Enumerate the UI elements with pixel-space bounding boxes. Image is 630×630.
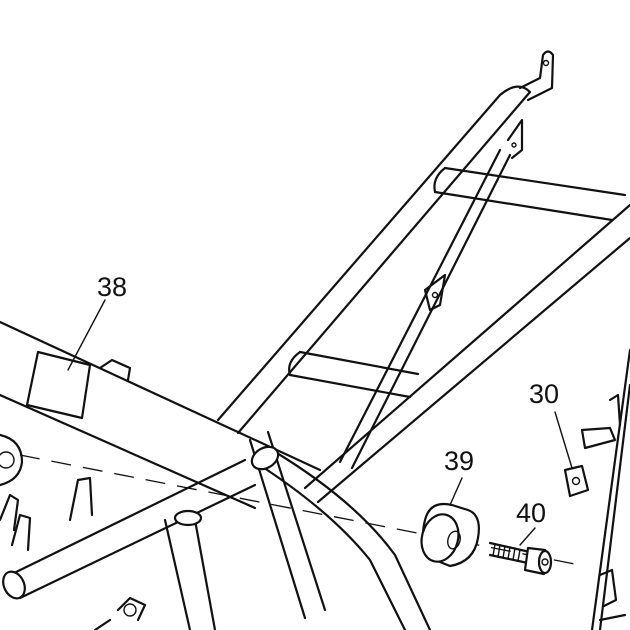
rear-subframe xyxy=(216,50,630,620)
label-plate xyxy=(25,299,106,420)
callout-40: 40 xyxy=(516,498,546,528)
callout-30: 30 xyxy=(529,379,559,409)
callout-38: 38 xyxy=(97,272,127,302)
right-side-rail xyxy=(580,348,630,630)
main-frame-tubes xyxy=(0,320,432,630)
callout-39: 39 xyxy=(444,446,474,476)
assembly-line xyxy=(19,454,581,566)
bolt xyxy=(488,527,553,576)
rubber-mount xyxy=(420,477,480,568)
clip-nut xyxy=(554,411,590,498)
